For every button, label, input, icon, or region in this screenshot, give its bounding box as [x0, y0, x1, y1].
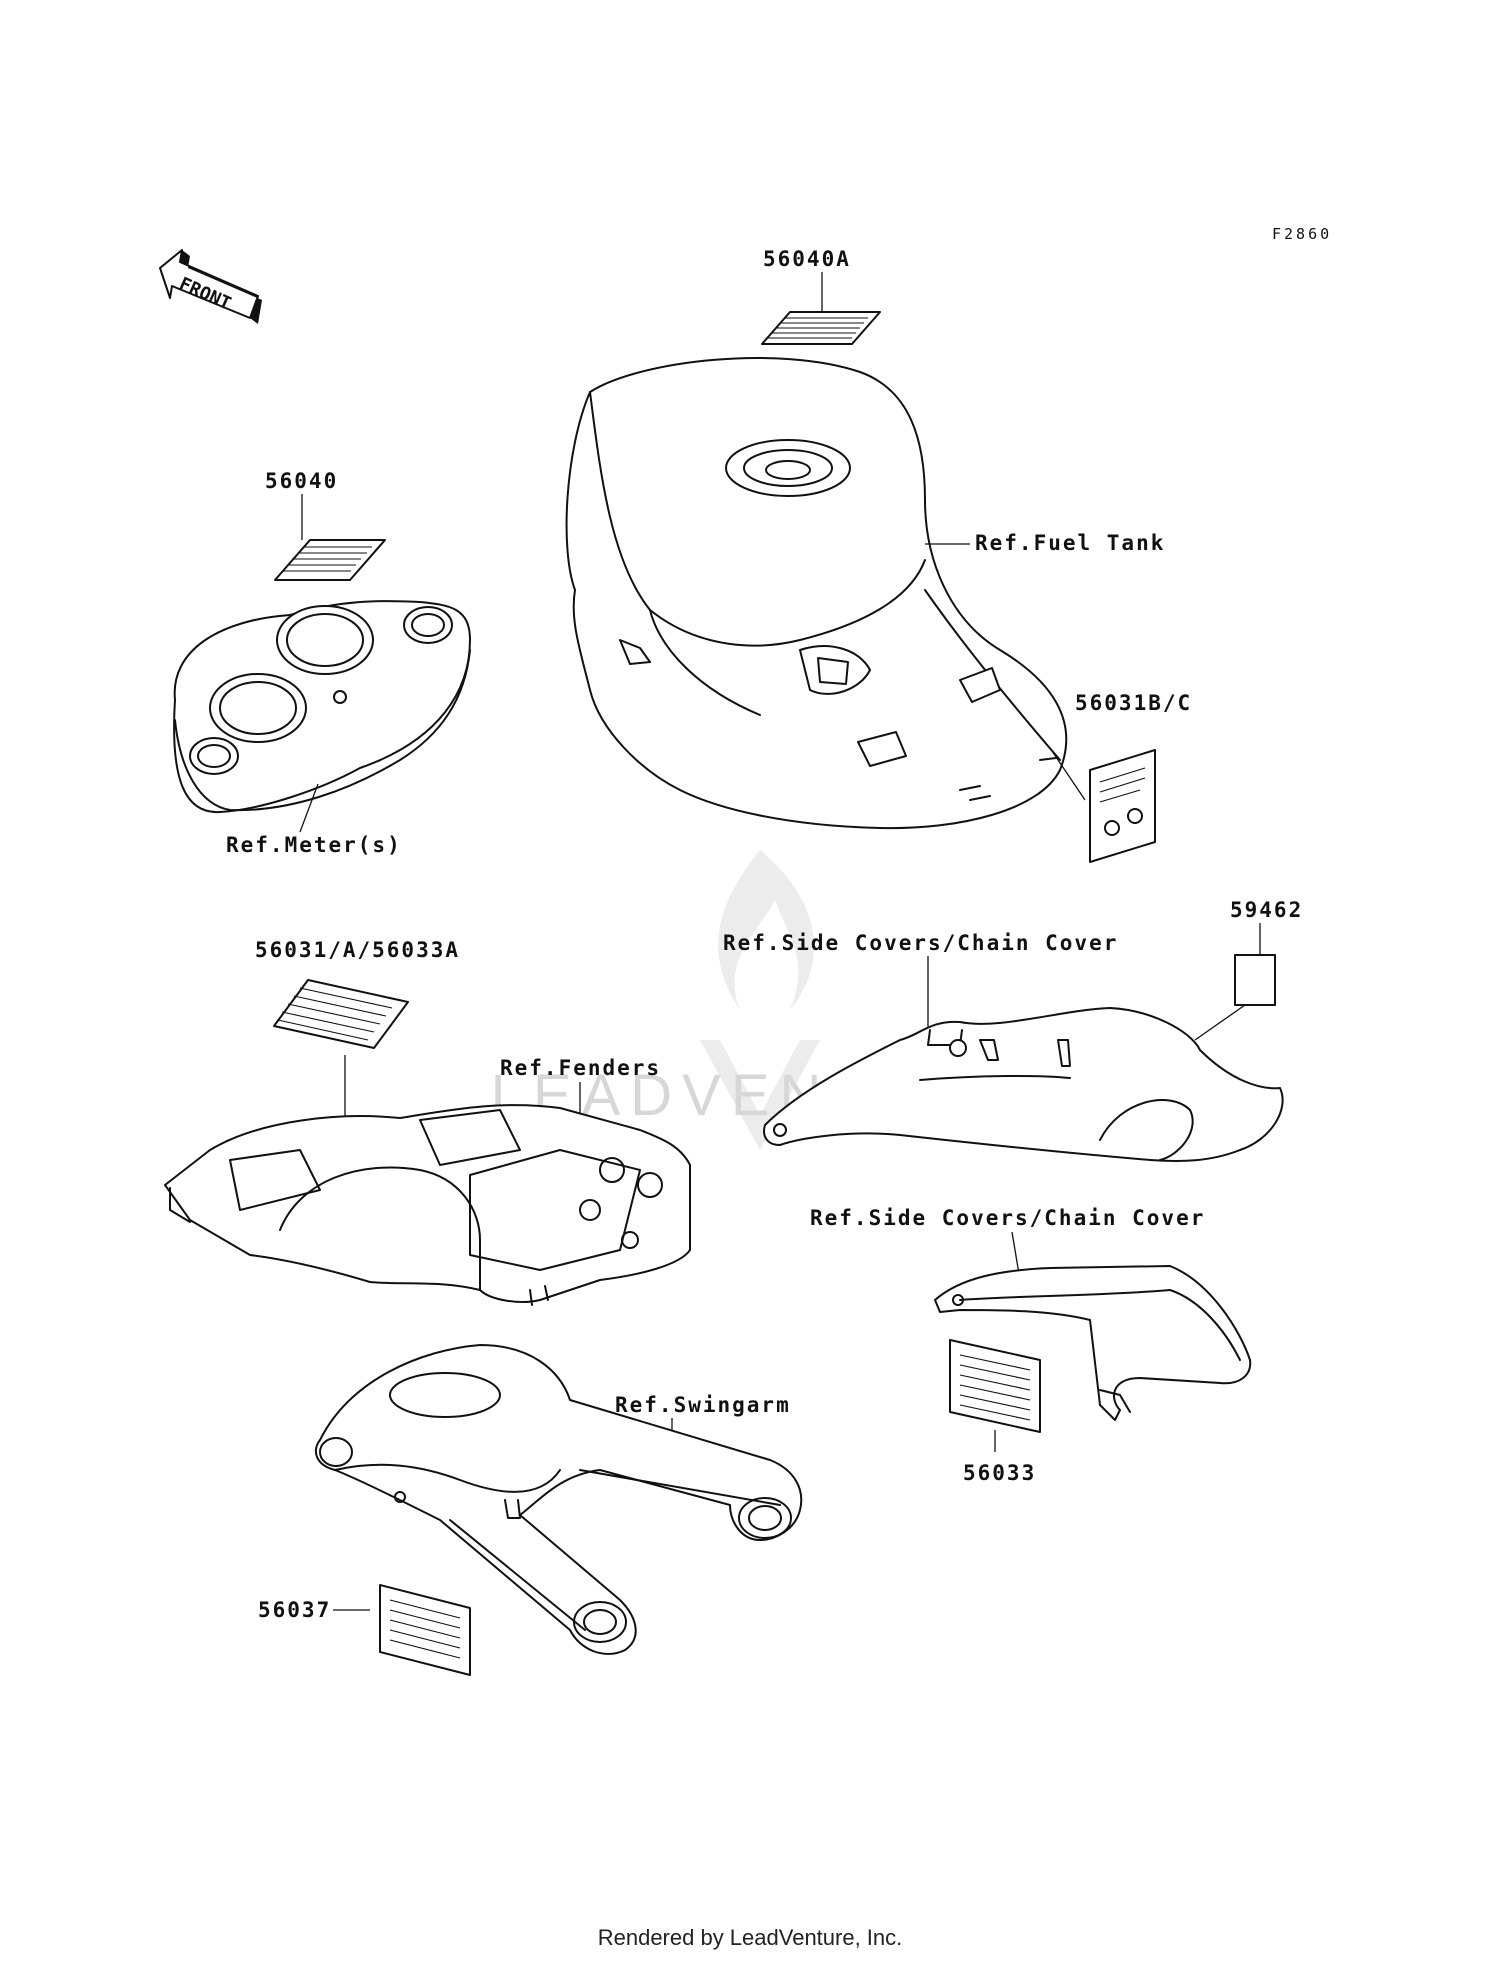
swingarm-drawing — [314, 1344, 803, 1655]
part-56037-label: 56037 — [258, 1598, 331, 1622]
part-56040A-label: 56040A — [763, 247, 851, 271]
ref-swingarm: Ref.Swingarm — [615, 1393, 791, 1417]
side-covers-drawing — [763, 1007, 1284, 1162]
leader-meters — [299, 783, 319, 833]
decal-56040A — [761, 311, 881, 345]
watermark-logo — [700, 850, 820, 1150]
decal-56040 — [274, 539, 386, 581]
ref-fenders: Ref.Fenders — [500, 1056, 661, 1080]
fuel-tank-drawing — [565, 357, 1068, 830]
footer-credit: Rendered by LeadVenture, Inc. — [598, 1925, 903, 1950]
fenders-drawing — [164, 1104, 691, 1306]
chain-cover-drawing — [934, 1265, 1252, 1421]
part-56033-label: 56033 — [963, 1461, 1036, 1485]
ref-side-covers-2: Ref.Side Covers/Chain Cover — [810, 1206, 1205, 1230]
ref-fuel-tank: Ref.Fuel Tank — [975, 531, 1165, 555]
decal-56031BC — [1089, 749, 1156, 863]
part-56040-label: 56040 — [265, 469, 338, 493]
part-59462-label: 59462 — [1230, 898, 1303, 922]
decal-56037 — [379, 1584, 471, 1676]
decal-56033 — [949, 1339, 1041, 1433]
ref-meters: Ref.Meter(s) — [226, 833, 402, 857]
front-arrow-icon: FRONT — [159, 249, 262, 324]
leader-56031BC — [1049, 747, 1086, 801]
leader-59462-to-cover — [1194, 1004, 1246, 1041]
decal-59462 — [1234, 954, 1276, 1006]
ref-side-covers-1: Ref.Side Covers/Chain Cover — [723, 931, 1118, 955]
diagram-code: F2860 — [1272, 225, 1332, 243]
part-56031A-56033A-label: 56031/A/56033A — [255, 938, 460, 962]
decal-56031A-56033A — [273, 979, 409, 1049]
meter-cluster-drawing — [173, 600, 471, 814]
part-56031BC-label: 56031B/C — [1075, 691, 1192, 715]
